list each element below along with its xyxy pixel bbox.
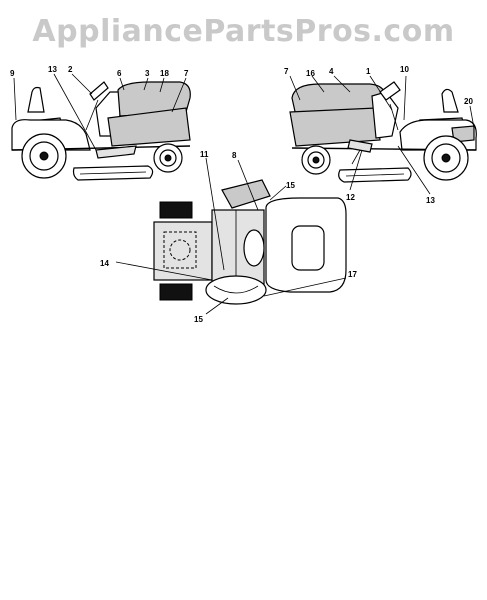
top-hood-grille: [291, 225, 325, 271]
top-view-tractor: 11 8 15 14 17 15: [100, 150, 357, 324]
callout-14: 14: [100, 259, 109, 268]
top-mower-deck: [205, 275, 267, 305]
left-hood-top-decal: [117, 81, 191, 117]
left-tractor: 9 13 2 6 3 18 7: [10, 65, 191, 181]
callout-6: 6: [117, 69, 122, 78]
callout-4: 4: [329, 67, 334, 76]
callout-15-upper: 15: [286, 181, 295, 190]
callout-1: 1: [366, 67, 371, 76]
top-rear-tire-lower: [159, 283, 193, 301]
right-tractor: 7 16 4 1 10 20 12 13: [284, 65, 477, 205]
callout-18: 18: [160, 69, 169, 78]
left-hood-side-decal: [107, 107, 191, 147]
right-seat-back: [441, 88, 459, 113]
callout-13: 13: [48, 65, 57, 74]
callout-9: 9: [10, 69, 15, 78]
callout-20: 20: [464, 97, 473, 106]
callout-8: 8: [232, 151, 237, 160]
left-footrest-decal: [95, 145, 137, 159]
top-rear-deck: [153, 221, 213, 281]
callout-12: 12: [346, 193, 355, 202]
left-seat-back: [27, 86, 45, 113]
top-hood-ring: [243, 229, 265, 267]
callout-17: 17: [348, 270, 357, 279]
right-hood-side-decal: [289, 107, 381, 147]
callout-15-lower: 15: [194, 315, 203, 324]
callout-16: 16: [306, 69, 315, 78]
left-steering-wheel: [89, 81, 109, 101]
watermark-text: AppliancePartsPros.com: [32, 14, 455, 49]
top-steering-decal: [221, 179, 271, 209]
top-seat-outline: [163, 231, 197, 269]
callout-10: 10: [400, 65, 409, 74]
callout-7-right: 7: [284, 67, 289, 76]
callout-7: 7: [184, 69, 189, 78]
right-lever-decal: [347, 139, 373, 153]
callout-3: 3: [145, 69, 150, 78]
top-rear-tire-upper: [159, 201, 193, 219]
callout-11: 11: [200, 150, 209, 159]
callout-2: 2: [68, 65, 73, 74]
callout-13-right: 13: [426, 196, 435, 205]
